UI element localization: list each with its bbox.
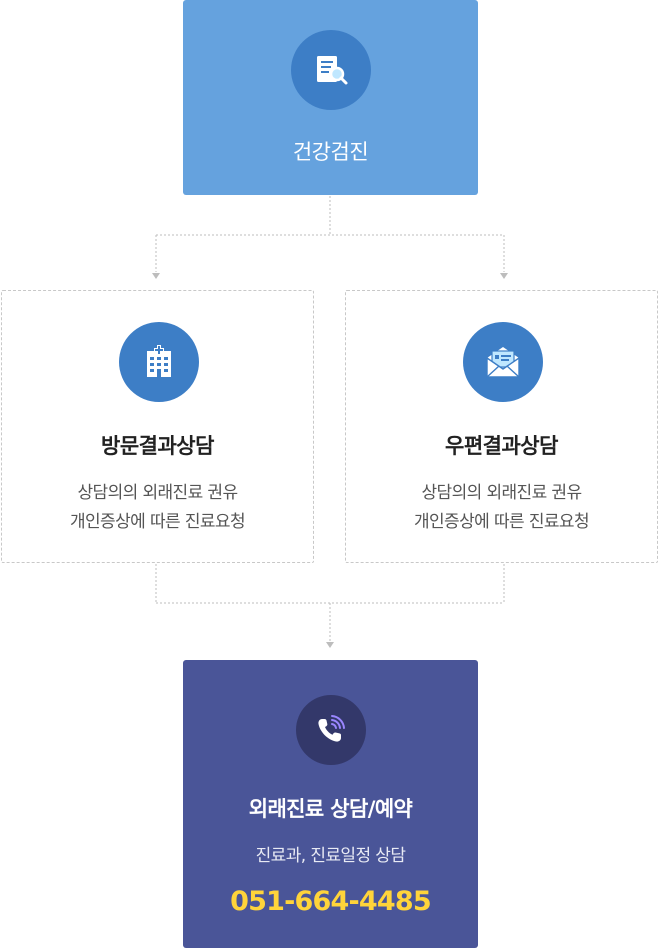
mail-title: 우편결과상담 — [445, 434, 558, 458]
reservation-title: 외래진료 상담/예약 — [248, 797, 413, 821]
mail-desc-line-2: 개인증상에 따른 진료요청 — [413, 512, 590, 532]
mail-desc-line-1: 상담의의 외래진료 권유 — [421, 483, 582, 503]
visit-title: 방문결과상담 — [101, 434, 214, 458]
document-search-icon — [317, 56, 348, 85]
connector-top-split — [155, 196, 505, 272]
mail-result-box: 우편결과상담 상담의의 외래진료 권유 개인증상에 따른 진료요청 — [345, 290, 658, 563]
mail-icon-circle — [463, 322, 543, 402]
mail-description: 상담의의 외래진료 권유 개인증상에 따른 진료요청 — [346, 479, 657, 537]
arrow-to-bottom — [326, 642, 334, 648]
health-checkup-icon-circle — [291, 30, 371, 110]
arrow-to-visit — [152, 273, 160, 279]
reservation-icon-circle — [296, 695, 366, 765]
health-checkup-title: 건강검진 — [292, 140, 369, 164]
phone-call-icon — [318, 715, 345, 742]
reservation-phone-number[interactable]: 051-664-4485 — [230, 886, 431, 917]
visit-desc-line-1: 상담의의 외래진료 권유 — [77, 483, 238, 503]
visit-icon-circle — [119, 322, 199, 402]
outpatient-reservation-box: 외래진료 상담/예약 진료과, 진료일정 상담 051-664-4485 — [183, 660, 478, 948]
arrow-to-mail — [500, 273, 508, 279]
reservation-description: 진료과, 진료일정 상담 — [255, 846, 406, 866]
visit-desc-line-2: 개인증상에 따른 진료요청 — [69, 512, 246, 532]
envelope-open-icon — [486, 347, 520, 378]
hospital-building-icon — [147, 345, 171, 377]
connector-merge — [155, 564, 505, 641]
visit-result-box: 방문결과상담 상담의의 외래진료 권유 개인증상에 따른 진료요청 — [1, 290, 314, 563]
health-checkup-box: 건강검진 — [183, 0, 478, 195]
visit-description: 상담의의 외래진료 권유 개인증상에 따른 진료요청 — [2, 479, 313, 537]
